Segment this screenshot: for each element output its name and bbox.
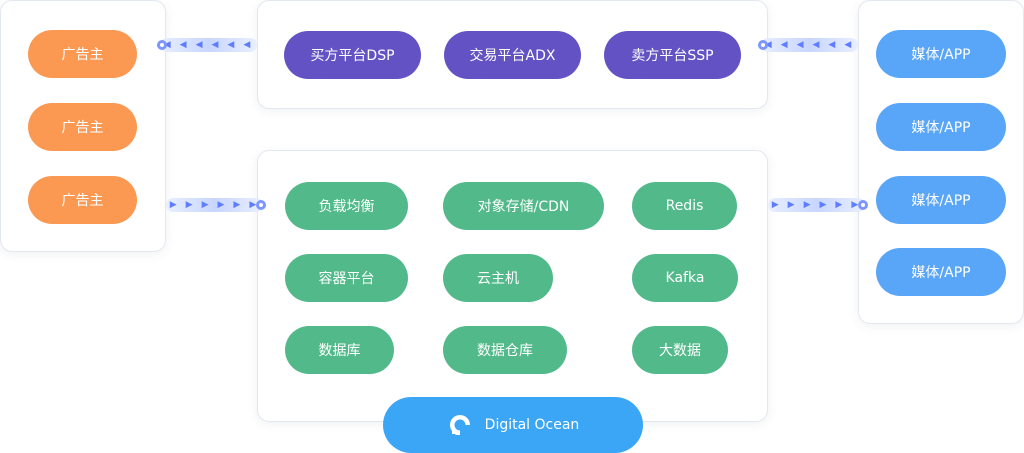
provider-label: Digital Ocean — [484, 417, 580, 433]
connector-arrows: ◀◀◀◀◀◀ — [764, 40, 861, 50]
connector-arrows: ▶▶▶▶▶▶ — [771, 200, 868, 210]
media-node: 媒体/APP — [876, 248, 1006, 296]
media-node: 媒体/APP — [876, 176, 1006, 224]
connector-endpoint — [256, 200, 266, 210]
service-big-data: 大数据 — [632, 326, 728, 374]
service-kafka: Kafka — [632, 254, 738, 302]
service-object-storage-cdn: 对象存储/CDN — [443, 182, 604, 230]
ssp-node: 卖方平台SSP — [604, 31, 741, 79]
connector-right-bottom: ▶▶▶▶▶▶ — [768, 198, 868, 212]
service-database: 数据库 — [285, 326, 394, 374]
service-cloud-host: 云主机 — [443, 254, 553, 302]
connector-endpoint — [157, 40, 167, 50]
connector-left-bottom: ▶▶▶▶▶▶ — [166, 198, 266, 212]
digital-ocean-badge: Digital Ocean — [383, 397, 643, 453]
connector-right-top: ◀◀◀◀◀◀ — [758, 38, 861, 52]
service-container-platform: 容器平台 — [285, 254, 408, 302]
dsp-node: 买方平台DSP — [284, 31, 421, 79]
connector-endpoint — [858, 200, 868, 210]
advertiser-node: 广告主 — [28, 103, 137, 151]
service-load-balancer: 负载均衡 — [285, 182, 408, 230]
adx-node: 交易平台ADX — [444, 31, 581, 79]
connector-endpoint — [758, 40, 768, 50]
connector-arrows: ◀◀◀◀◀◀ — [163, 40, 260, 50]
media-node: 媒体/APP — [876, 30, 1006, 78]
connector-arrows: ▶▶▶▶▶▶ — [169, 200, 266, 210]
service-redis: Redis — [632, 182, 737, 230]
connector-left-top: ◀◀◀◀◀◀ — [157, 38, 260, 52]
advertiser-node: 广告主 — [28, 30, 137, 78]
media-node: 媒体/APP — [876, 103, 1006, 151]
digitalocean-logo-icon — [449, 415, 470, 435]
service-data-warehouse: 数据仓库 — [443, 326, 567, 374]
advertiser-node: 广告主 — [28, 176, 137, 224]
